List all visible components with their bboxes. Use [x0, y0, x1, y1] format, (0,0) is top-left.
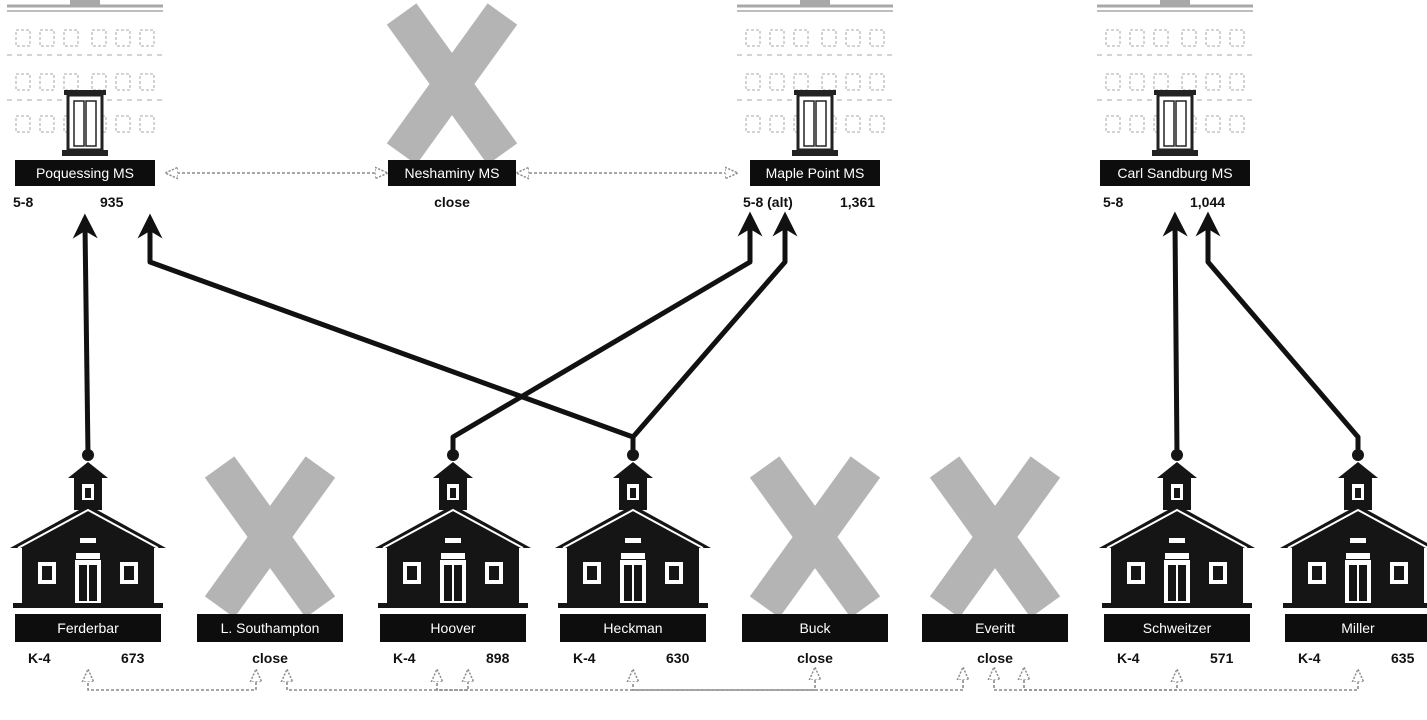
reassign-line-l-southampton-to-hoover — [287, 672, 468, 691]
carl-sandburg-ms-enrollment: 1,044 — [1190, 194, 1226, 210]
heckman-label: Heckman — [560, 614, 706, 642]
poquessing-ms-grades: 5-8 — [13, 194, 34, 210]
reassign-line-l-southampton-to-ferderbar — [88, 672, 256, 691]
schweitzer-grades: K-4 — [1117, 650, 1140, 666]
miller-enrollment: 635 — [1391, 650, 1415, 666]
feed-arrow-ferderbar-to-poquessing-ms — [72, 213, 98, 456]
reassignment-lines — [88, 173, 1358, 691]
schweitzer-label: Schweitzer — [1104, 614, 1250, 642]
schweitzer-enrollment: 571 — [1210, 650, 1234, 666]
buck-label: Buck — [742, 614, 888, 642]
poquessing-ms-enrollment: 935 — [100, 194, 124, 210]
reassign-line-everitt-to-miller — [994, 670, 1358, 691]
miller-grades: K-4 — [1298, 650, 1321, 666]
poquessing-ms-label: Poquessing MS — [15, 160, 155, 186]
feed-arrow-schweitzer-to-carl-sandburg-ms — [1162, 211, 1188, 456]
ferderbar-grades: K-4 — [28, 650, 51, 666]
reassign-line-everitt-to-hoover — [437, 670, 963, 691]
hoover-enrollment: 898 — [486, 650, 510, 666]
everitt-status: close — [977, 650, 1013, 666]
feed-arrow-hoover-to-maple-point-ms — [450, 211, 763, 455]
miller-schoolhouse-icon — [1280, 449, 1427, 608]
ferderbar-enrollment: 673 — [121, 650, 145, 666]
carl-sandburg-ms-label: Carl Sandburg MS — [1100, 160, 1250, 186]
maple-point-ms-enrollment: 1,361 — [840, 194, 876, 210]
carl-sandburg-ms-school-building-icon — [1097, 0, 1253, 156]
carl-sandburg-ms-grades: 5-8 — [1103, 194, 1124, 210]
ferderbar-label: Ferderbar — [15, 614, 161, 642]
heckman-grades: K-4 — [573, 650, 596, 666]
everitt-closed-x-icon — [929, 456, 1061, 618]
neshaminy-ms-label: Neshaminy MS — [388, 160, 516, 186]
neshaminy-ms-status: close — [434, 194, 470, 210]
feed-arrow-heckman-to-maple-point-ms — [630, 211, 798, 455]
poquessing-ms-school-building-icon — [7, 0, 163, 156]
hoover-schoolhouse-icon — [375, 449, 531, 608]
heckman-enrollment: 630 — [666, 650, 690, 666]
miller-label: Miller — [1285, 614, 1427, 642]
hoover-label: Hoover — [380, 614, 526, 642]
ferderbar-schoolhouse-icon — [10, 449, 166, 608]
neshaminy-ms-closed-x-icon — [386, 3, 518, 165]
school-icons — [7, 0, 1427, 618]
everitt-label: Everitt — [922, 614, 1068, 642]
feeder-arrows — [72, 211, 1361, 456]
l-southampton-label: L. Southampton — [197, 614, 343, 642]
hoover-grades: K-4 — [393, 650, 416, 666]
feed-arrow-miller-to-carl-sandburg-ms — [1195, 211, 1361, 455]
schweitzer-schoolhouse-icon — [1099, 449, 1255, 608]
heckman-schoolhouse-icon — [555, 449, 711, 608]
feed-arrow-heckman-to-poquessing-ms — [137, 213, 634, 440]
reassign-line-buck-to-heckman — [633, 670, 815, 691]
buck-status: close — [797, 650, 833, 666]
buck-closed-x-icon — [749, 456, 881, 618]
maple-point-ms-school-building-icon — [737, 0, 893, 156]
maple-point-ms-grades: 5-8 (alt) — [743, 194, 793, 210]
maple-point-ms-label: Maple Point MS — [750, 160, 880, 186]
l-southampton-status: close — [252, 650, 288, 666]
l-southampton-closed-x-icon — [204, 456, 336, 618]
reassign-line-everitt-to-schweitzer — [1024, 670, 1177, 691]
